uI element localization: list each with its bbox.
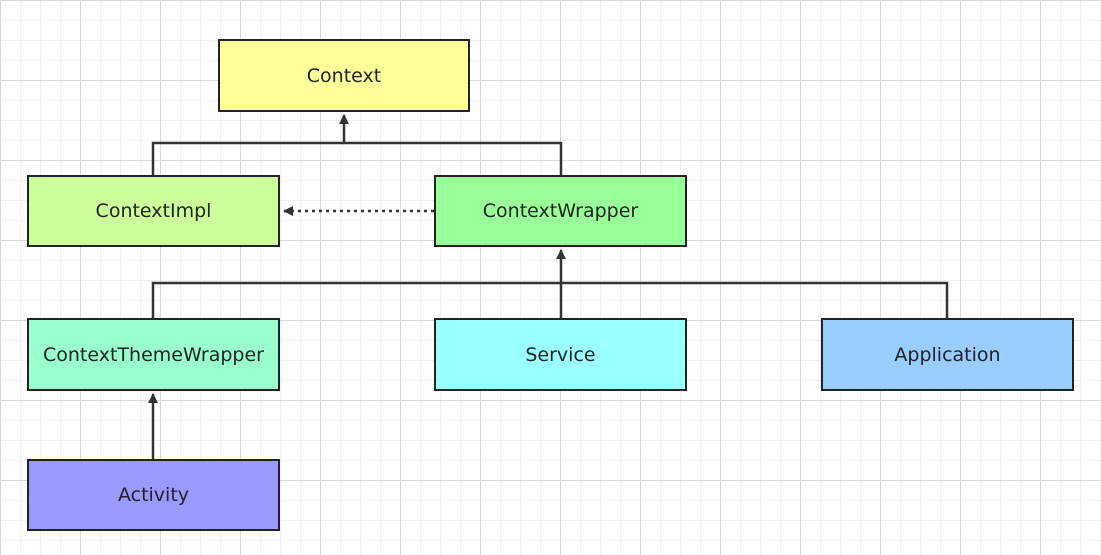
edge-contextwrapper-to-context xyxy=(339,114,563,175)
node-activity[interactable]: Activity xyxy=(27,459,280,531)
node-service[interactable]: Service xyxy=(434,318,687,391)
edge-contextimpl-to-context xyxy=(151,141,344,175)
edge-application-to-contextwrapper xyxy=(561,281,949,318)
edge-contextthemewrapper-to-contextwrapper xyxy=(151,281,561,318)
node-contextimpl[interactable]: ContextImpl xyxy=(27,175,280,247)
node-context[interactable]: Context xyxy=(218,39,470,112)
node-contextthemewrapper[interactable]: ContextThemeWrapper xyxy=(27,318,280,391)
node-contextwrapper[interactable]: ContextWrapper xyxy=(434,175,687,247)
node-application[interactable]: Application xyxy=(821,318,1074,391)
